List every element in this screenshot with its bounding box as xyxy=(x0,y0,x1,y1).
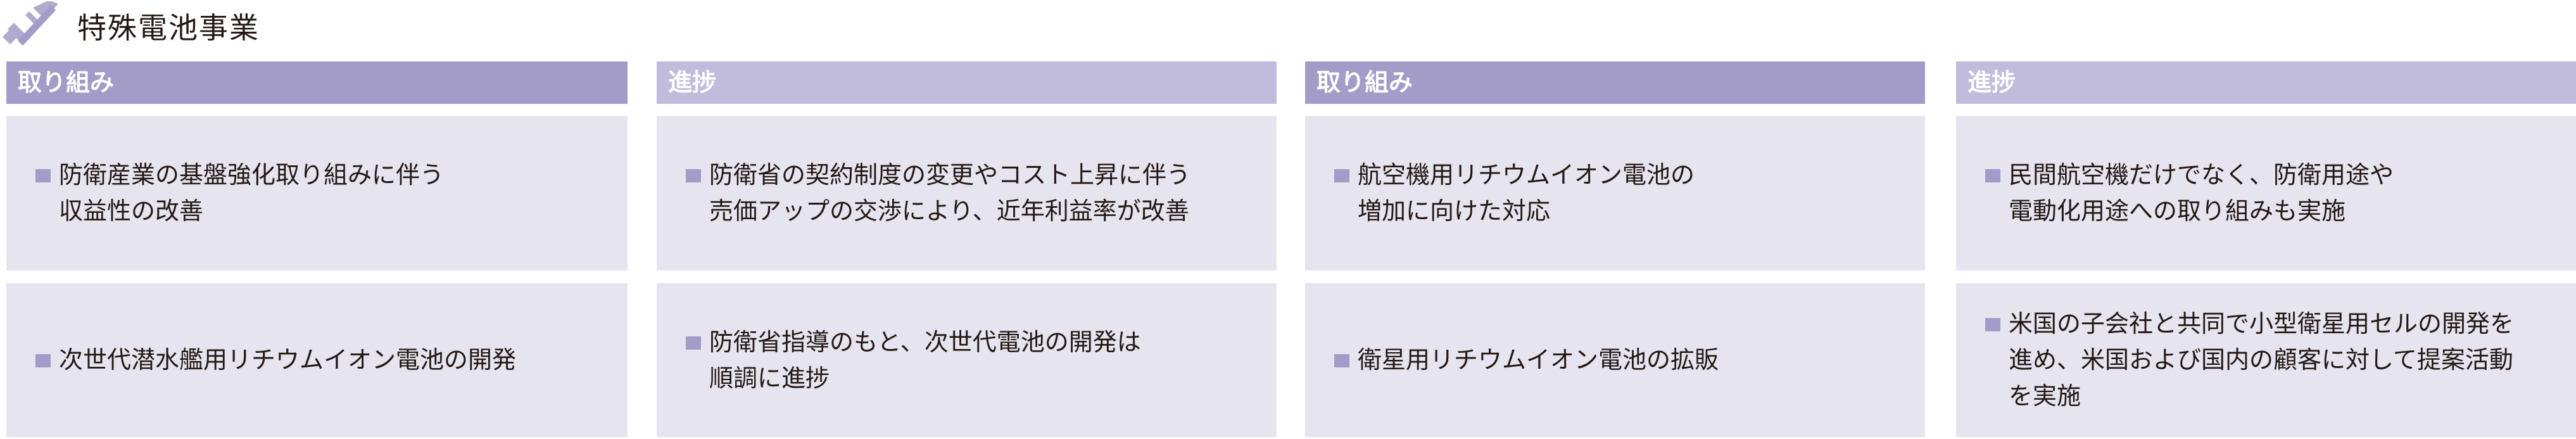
item-text: 収益性の改善 xyxy=(59,197,204,225)
item-text: 順調に進捗 xyxy=(709,364,830,392)
column-initiatives-2: 取り組み 航空機用リチウムイオン電池の増加に向けた対応 衛星用リチウムイオン電池… xyxy=(1305,61,1925,437)
bullet-icon xyxy=(1985,318,2000,331)
satellite-icon xyxy=(3,1,58,46)
item-text: 衛星用リチウムイオン電池の拡販 xyxy=(1358,346,1719,374)
bullet-icon xyxy=(1334,169,1349,182)
bullet-icon xyxy=(1334,354,1349,367)
bullet-icon xyxy=(35,169,51,182)
column-progress-1: 進捗 防衛省の契約制度の変更やコスト上昇に伴う売価アップの交渉により、近年利益率… xyxy=(657,61,1277,437)
column-header: 進捗 xyxy=(1956,61,2576,104)
column-header: 取り組み xyxy=(1305,61,1925,104)
item-text: 防衛省の契約制度の変更やコスト上昇に伴う xyxy=(709,161,1191,189)
column-progress-2: 進捗 民間航空機だけでなく、防衛用途や電動化用途への取り組みも実施 米国の子会社… xyxy=(1956,61,2576,437)
item-text: 次世代潜水艦用リチウムイオン電池の開発 xyxy=(59,346,517,374)
list-item: 衛星用リチウムイオン電池の拡販 xyxy=(1305,283,1925,437)
bullet-icon xyxy=(35,354,51,367)
list-item: 民間航空機だけでなく、防衛用途や電動化用途への取り組みも実施 xyxy=(1956,116,2576,270)
item-text: 防衛省指導のもと、次世代電池の開発は xyxy=(709,328,1141,356)
column-initiatives-1: 取り組み 防衛産業の基盤強化取り組みに伴う収益性の改善 次世代潜水艦用リチウムイ… xyxy=(6,61,628,437)
item-text: 売価アップの交渉により、近年利益率が改善 xyxy=(709,197,1189,225)
item-text: 米国の子会社と共同で小型衛星用セルの開発を xyxy=(2009,310,2515,338)
section-title: 特殊電池事業 xyxy=(0,0,760,51)
list-item: 防衛省指導のもと、次世代電池の開発は順調に進捗 xyxy=(657,283,1277,437)
bullet-icon xyxy=(686,169,701,182)
column-header: 進捗 xyxy=(657,61,1277,104)
page-title: 特殊電池事業 xyxy=(77,11,260,45)
list-item: 次世代潜水艦用リチウムイオン電池の開発 xyxy=(6,283,628,437)
item-text: 防衛産業の基盤強化取り組みに伴う xyxy=(59,161,445,189)
item-text: 増加に向けた対応 xyxy=(1358,197,1551,225)
item-text: 民間航空機だけでなく、防衛用途や xyxy=(2009,161,2394,189)
item-text: 電動化用途への取り組みも実施 xyxy=(2009,197,2346,225)
item-text: を実施 xyxy=(2009,382,2081,410)
bullet-icon xyxy=(686,336,701,350)
item-text: 進め、米国および国内の顧客に対して提案活動 xyxy=(2009,346,2513,374)
list-item: 航空機用リチウムイオン電池の増加に向けた対応 xyxy=(1305,116,1925,270)
list-item: 米国の子会社と共同で小型衛星用セルの開発を進め、米国および国内の顧客に対して提案… xyxy=(1956,283,2576,437)
column-header: 取り組み xyxy=(6,61,628,104)
bullet-icon xyxy=(1985,169,2000,182)
list-item: 防衛省の契約制度の変更やコスト上昇に伴う売価アップの交渉により、近年利益率が改善 xyxy=(657,116,1277,270)
list-item: 防衛産業の基盤強化取り組みに伴う収益性の改善 xyxy=(6,116,628,270)
item-text: 航空機用リチウムイオン電池の xyxy=(1358,161,1695,189)
